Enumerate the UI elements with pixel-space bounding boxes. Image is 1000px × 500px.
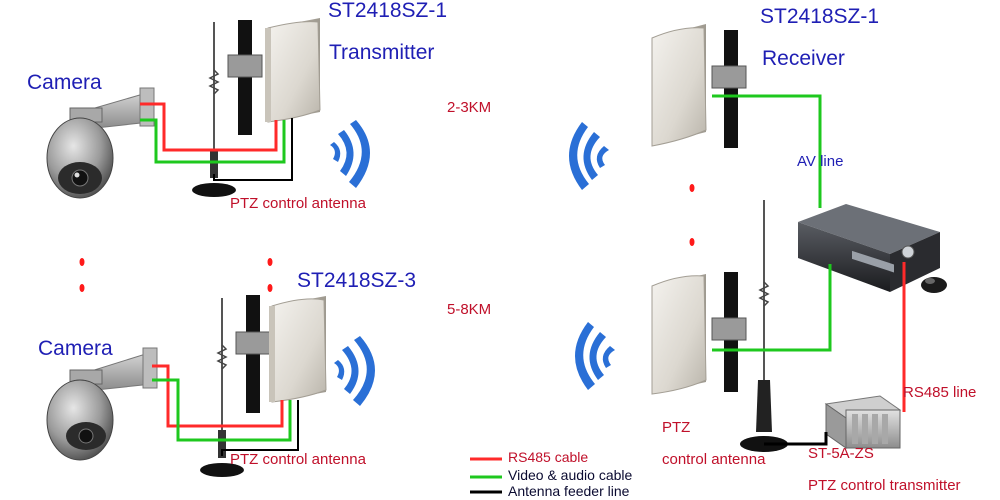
video-cable-bottom (152, 378, 292, 442)
av-line-label: AV line (797, 153, 844, 170)
ptz-antenna-top (192, 22, 236, 197)
av-line-bottom (712, 264, 832, 352)
tx3-model-label: ST2418SZ-3 (297, 269, 417, 292)
signal-wave-tx1 (330, 120, 370, 188)
ptz-right-label-1: PTZ (662, 419, 691, 436)
receiver-3 (651, 272, 747, 395)
ptz-right-label-2: control antenna (662, 451, 766, 468)
tx1-role-label: Transmitter (329, 41, 435, 64)
camera-top-label: Camera (27, 71, 102, 94)
av-line-top (712, 94, 822, 208)
transmitter-3 (235, 295, 327, 413)
camera-top (46, 87, 155, 199)
video-cable-top (140, 118, 286, 164)
legend-label-feeder: Antenna feeder line (508, 483, 630, 499)
rs485-cable-top (140, 102, 278, 152)
camera-bottom (46, 347, 158, 461)
ptz-antenna-bottom-label: PTZ control antenna (230, 451, 366, 468)
rx1-model-label: ST2418SZ-1 (760, 5, 880, 28)
rs485-cable-bottom (152, 364, 284, 428)
ptz-antenna-top-label: PTZ control antenna (230, 195, 366, 212)
rx1-role-label: Receiver (762, 47, 845, 70)
feeder-line-right (764, 432, 828, 446)
ptz-control-transmitter-label: PTZ control transmitter (808, 477, 961, 494)
signal-wave-rx3 (575, 322, 615, 390)
rs485-line-label: RS485 line (903, 384, 977, 401)
signal-wave-tx3 (334, 336, 375, 406)
distance-bottom-label: 5-8KM (447, 301, 492, 318)
ptz-control-transmitter-box (824, 395, 902, 449)
camera-bottom-label: Camera (38, 337, 113, 360)
legend-label-video: Video & audio cable (508, 467, 633, 483)
transmitter-1 (227, 18, 321, 135)
signal-wave-rx1 (569, 122, 609, 190)
distance-top-label: 2-3KM (447, 99, 492, 116)
ptz-antenna-right (740, 200, 788, 452)
ptz-antenna-bottom (200, 298, 244, 477)
feeder-cable-bottom (221, 400, 299, 456)
tx1-model-label: ST2418SZ-1 (328, 0, 448, 22)
receiver-1 (651, 24, 747, 148)
feeder-cable-top (213, 118, 293, 181)
legend-label-rs485: RS485 cable (508, 449, 589, 465)
dvr-device (798, 204, 947, 293)
continuation-dots (79, 184, 695, 292)
st5a-label: ST-5A-ZS (808, 445, 874, 462)
